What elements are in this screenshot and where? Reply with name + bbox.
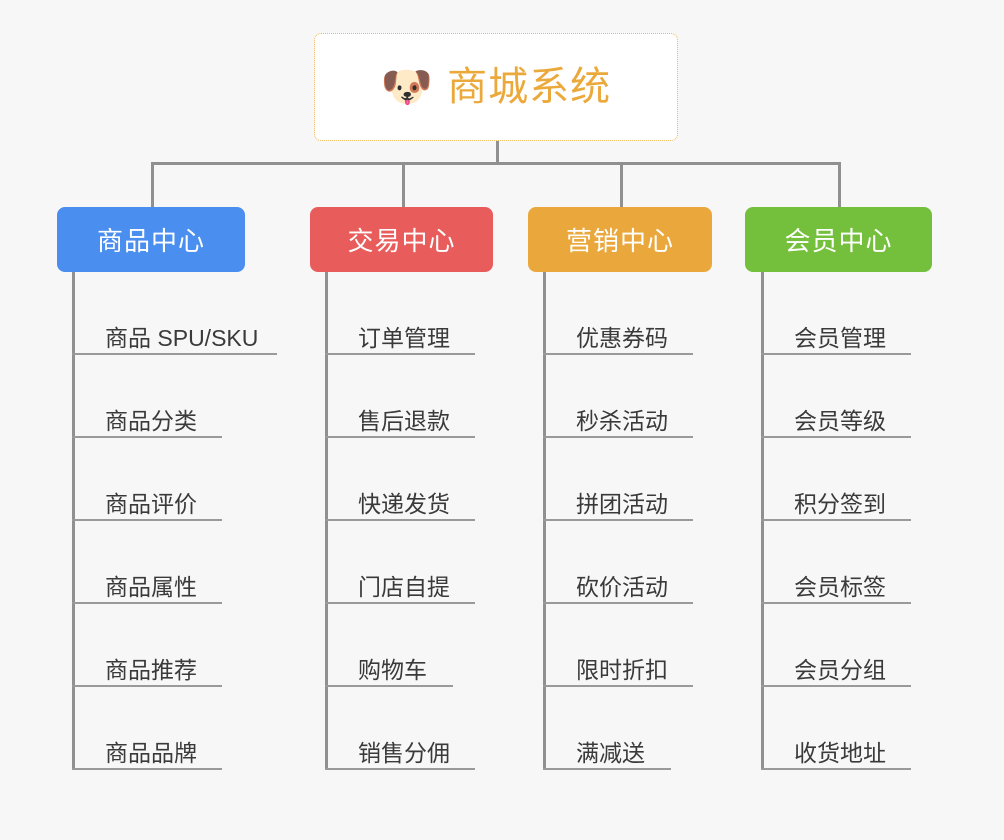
leaf-item-label: 门店自提 [358,573,450,600]
leaf-column-1: 商品 SPU/SKU 商品分类商品评价商品属性商品推荐商品品牌 [72,272,332,770]
leaf-item[interactable]: 商品评价 [72,438,222,521]
leaf-item-label: 商品评价 [105,490,197,517]
leaf-item[interactable]: 收货地址 [761,687,911,770]
connector-branch-stem-1 [151,162,154,208]
leaf-item[interactable]: 积分签到 [761,438,911,521]
branch-node-trade-center[interactable]: 交易中心 [310,207,493,272]
leaf-item-label: 积分签到 [794,490,886,517]
connector-leaf-trunk-2 [325,272,328,770]
leaf-column-2: 订单管理售后退款快递发货门店自提购物车销售分佣 [325,272,585,770]
leaf-item-label: 会员分组 [794,656,886,683]
connector-root-stem [496,141,499,162]
leaf-item[interactable]: 优惠券码 [543,272,693,355]
connector-branch-stem-2 [402,162,405,208]
leaf-item[interactable]: 会员标签 [761,521,911,604]
leaf-item[interactable]: 订单管理 [325,272,475,355]
leaf-item[interactable]: 销售分佣 [325,687,475,770]
branch-node-product-center[interactable]: 商品中心 [57,207,245,272]
leaf-item[interactable]: 购物车 [325,604,453,687]
branch-node-label: 交易中心 [347,226,456,256]
leaf-item-label: 商品品牌 [105,739,197,766]
leaf-column-4: 会员管理会员等级积分签到会员标签会员分组收货地址 [761,272,1004,770]
leaf-item[interactable]: 商品分类 [72,355,222,438]
leaf-item[interactable]: 砍价活动 [543,521,693,604]
leaf-item-label: 商品推荐 [105,656,197,683]
leaf-item-label: 会员等级 [794,407,886,434]
leaf-item[interactable]: 会员管理 [761,272,911,355]
leaf-item[interactable]: 售后退款 [325,355,475,438]
leaf-item-label: 快递发货 [358,490,450,517]
leaf-item[interactable]: 门店自提 [325,521,475,604]
leaf-item-label: 满减送 [576,739,645,766]
leaf-item[interactable]: 商品推荐 [72,604,222,687]
leaf-item[interactable]: 限时折扣 [543,604,693,687]
branch-node-label: 会员中心 [784,226,893,256]
root-node-mall-system[interactable]: 🐶 商城系统 [314,33,678,141]
branch-node-label: 营销中心 [565,226,674,256]
leaf-item-label: 砍价活动 [576,573,668,600]
leaf-item[interactable]: 商品属性 [72,521,222,604]
leaf-item[interactable]: 商品品牌 [72,687,222,770]
leaf-item[interactable]: 商品 SPU/SKU [72,272,277,355]
leaf-item[interactable]: 会员等级 [761,355,911,438]
leaf-item-label: 收货地址 [794,739,886,766]
leaf-item-label: 拼团活动 [576,490,668,517]
leaf-item-label: 订单管理 [358,324,450,351]
leaf-item-label: 商品属性 [105,573,197,600]
leaf-item-label: 销售分佣 [358,739,450,766]
leaf-item-label: 会员标签 [794,573,886,600]
leaf-item-label: 商品 SPU/SKU [105,324,259,351]
leaf-item[interactable]: 快递发货 [325,438,475,521]
leaf-item-label: 秒杀活动 [576,407,668,434]
leaf-item[interactable]: 秒杀活动 [543,355,693,438]
leaf-item-label: 商品分类 [105,407,197,434]
connector-leaf-trunk-1 [72,272,75,770]
leaf-item-label: 会员管理 [794,324,886,351]
root-node-label: 商城系统 [447,65,612,109]
connector-leaf-trunk-4 [761,272,764,770]
leaf-item[interactable]: 会员分组 [761,604,911,687]
leaf-item-label: 限时折扣 [576,656,668,683]
branch-node-member-center[interactable]: 会员中心 [745,207,932,272]
dog-face-icon: 🐶 [380,63,434,110]
connector-horizontal-bar [151,162,841,165]
connector-branch-stem-4 [838,162,841,208]
leaf-column-3: 优惠券码秒杀活动拼团活动砍价活动限时折扣满减送 [543,272,803,770]
connector-branch-stem-3 [620,162,623,208]
leaf-item[interactable]: 满减送 [543,687,671,770]
leaf-item-label: 购物车 [358,656,427,683]
leaf-item-label: 售后退款 [358,407,450,434]
branch-node-marketing-center[interactable]: 营销中心 [528,207,712,272]
leaf-item[interactable]: 拼团活动 [543,438,693,521]
leaf-item-label: 优惠券码 [576,324,668,351]
branch-node-label: 商品中心 [96,226,205,256]
connector-leaf-trunk-3 [543,272,546,770]
